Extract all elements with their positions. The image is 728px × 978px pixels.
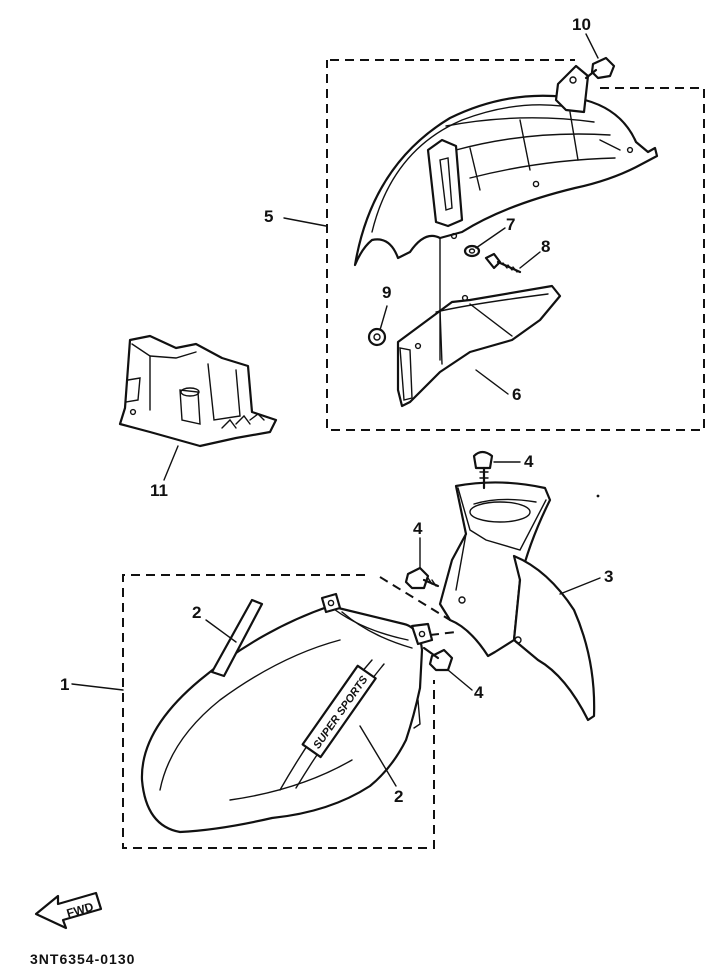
nut bbox=[367, 327, 387, 347]
callout-4-top: 4 bbox=[524, 452, 534, 471]
callout-11: 11 bbox=[150, 481, 168, 500]
callout-9: 9 bbox=[382, 283, 391, 302]
bracket-cover bbox=[118, 334, 278, 448]
callout-6: 6 bbox=[512, 385, 521, 404]
callout-2-lower: 2 bbox=[394, 787, 403, 806]
fwd-arrow-icon: FWD bbox=[34, 891, 103, 930]
washer bbox=[463, 244, 481, 258]
callout-7: 7 bbox=[506, 215, 515, 234]
leader-lines bbox=[71, 33, 601, 787]
callout-10: 10 bbox=[572, 15, 591, 34]
rear-fender-lower bbox=[396, 284, 562, 408]
drawing-code: 3NT6354-0130 bbox=[30, 951, 135, 967]
callout-1: 1 bbox=[60, 675, 69, 694]
speck bbox=[596, 494, 600, 498]
callout-3: 3 bbox=[604, 567, 613, 586]
front-fender-rear-part bbox=[438, 481, 596, 722]
decal-stripe bbox=[210, 598, 264, 678]
bolt-top bbox=[584, 56, 616, 80]
rear-fender-group-box bbox=[326, 59, 705, 431]
rear-fender-upper bbox=[353, 64, 659, 267]
bolt-4-middle bbox=[404, 566, 440, 590]
bolt-4-top bbox=[472, 450, 494, 490]
bolt-4-lower bbox=[422, 646, 454, 672]
front-fender-group-box bbox=[122, 574, 457, 849]
screw bbox=[484, 252, 522, 274]
callout-8: 8 bbox=[541, 237, 550, 256]
callout-5: 5 bbox=[264, 207, 273, 226]
callout-4-lower: 4 bbox=[474, 683, 484, 702]
callout-4-middle: 4 bbox=[413, 519, 423, 538]
callout-2-upper: 2 bbox=[192, 603, 201, 622]
front-fender bbox=[140, 592, 434, 834]
